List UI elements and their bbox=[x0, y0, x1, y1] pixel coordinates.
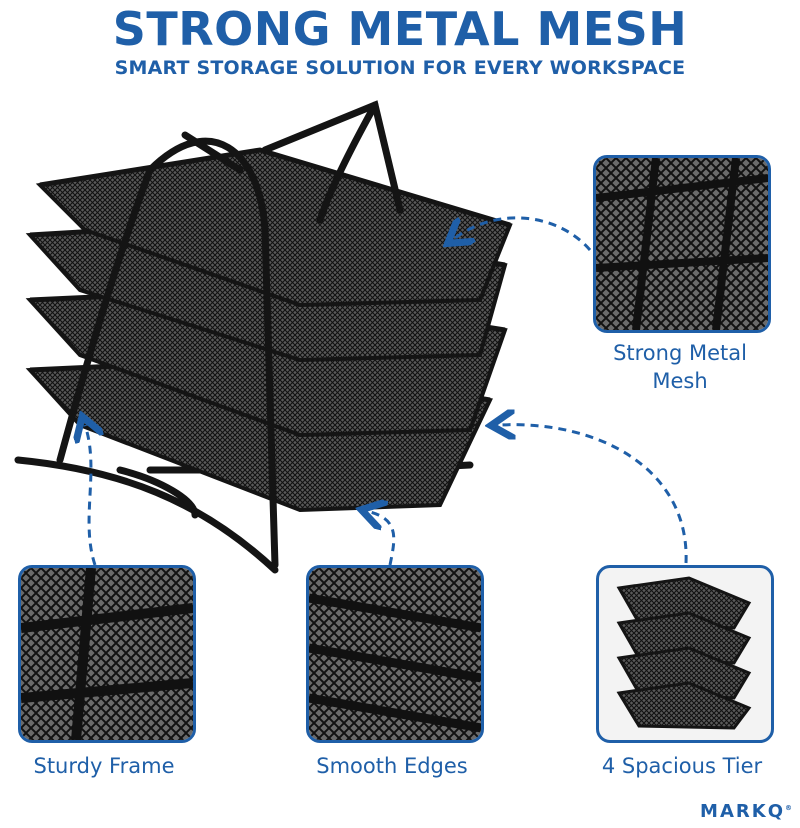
detail-edges-image bbox=[306, 565, 484, 743]
page-title: STRONG METAL MESH bbox=[112, 2, 688, 56]
page-subtitle: SMART STORAGE SOLUTION FOR EVERY WORKSPA… bbox=[114, 57, 686, 79]
detail-frame-image bbox=[18, 565, 196, 743]
tray-frame bbox=[56, 100, 404, 569]
arrow-to-tiers bbox=[500, 425, 688, 564]
detail-mesh-image bbox=[593, 155, 771, 333]
arrow-to-mesh bbox=[455, 216, 592, 251]
caption-smooth-edges: Smooth Edges bbox=[316, 754, 468, 778]
arrow-to-frame bbox=[85, 425, 95, 566]
caption-4-spacious-tier: 4 Spacious Tier bbox=[601, 754, 763, 778]
tray-tier-1 bbox=[35, 147, 513, 308]
arrow-to-edges bbox=[370, 512, 396, 566]
callout-arrows bbox=[85, 216, 688, 566]
brand-logo: MARKQ® bbox=[700, 801, 792, 822]
detail-tiers-image bbox=[596, 565, 774, 743]
caption-sturdy-frame: Sturdy Frame bbox=[33, 754, 175, 778]
